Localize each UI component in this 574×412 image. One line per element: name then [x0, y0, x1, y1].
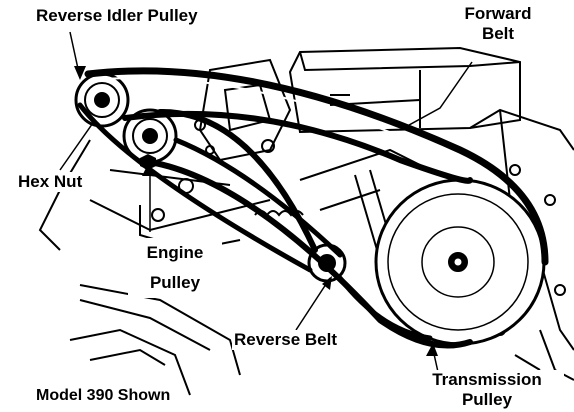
leader-lines	[59, 31, 473, 373]
label-forward-belt: Forward Belt	[446, 4, 550, 44]
label-transmission-pulley-line2: Pulley	[461, 390, 513, 409]
reverse-belt	[77, 102, 433, 341]
label-engine-pulley-line1: Engine	[146, 243, 204, 262]
label-transmission-pulley-line1: Transmission	[432, 370, 542, 389]
caption-model: Model 390 Shown	[34, 386, 173, 406]
label-forward-belt-line1: Forward	[464, 4, 532, 23]
label-hex-nut: Hex Nut	[16, 172, 85, 192]
label-transmission-pulley: Transmission Pulley	[410, 370, 564, 410]
label-engine-pulley-line2: Pulley	[149, 273, 201, 292]
label-reverse-belt: Reverse Belt	[232, 330, 340, 350]
transmission-pulley	[374, 178, 546, 346]
label-engine-pulley: Engine Pulley	[128, 238, 222, 298]
arrowheads	[74, 66, 438, 356]
label-reverse-idler-pulley: Reverse Idler Pulley	[34, 6, 200, 26]
label-forward-belt-line2: Belt	[481, 24, 515, 43]
reverse-idler-pulley	[74, 72, 130, 128]
